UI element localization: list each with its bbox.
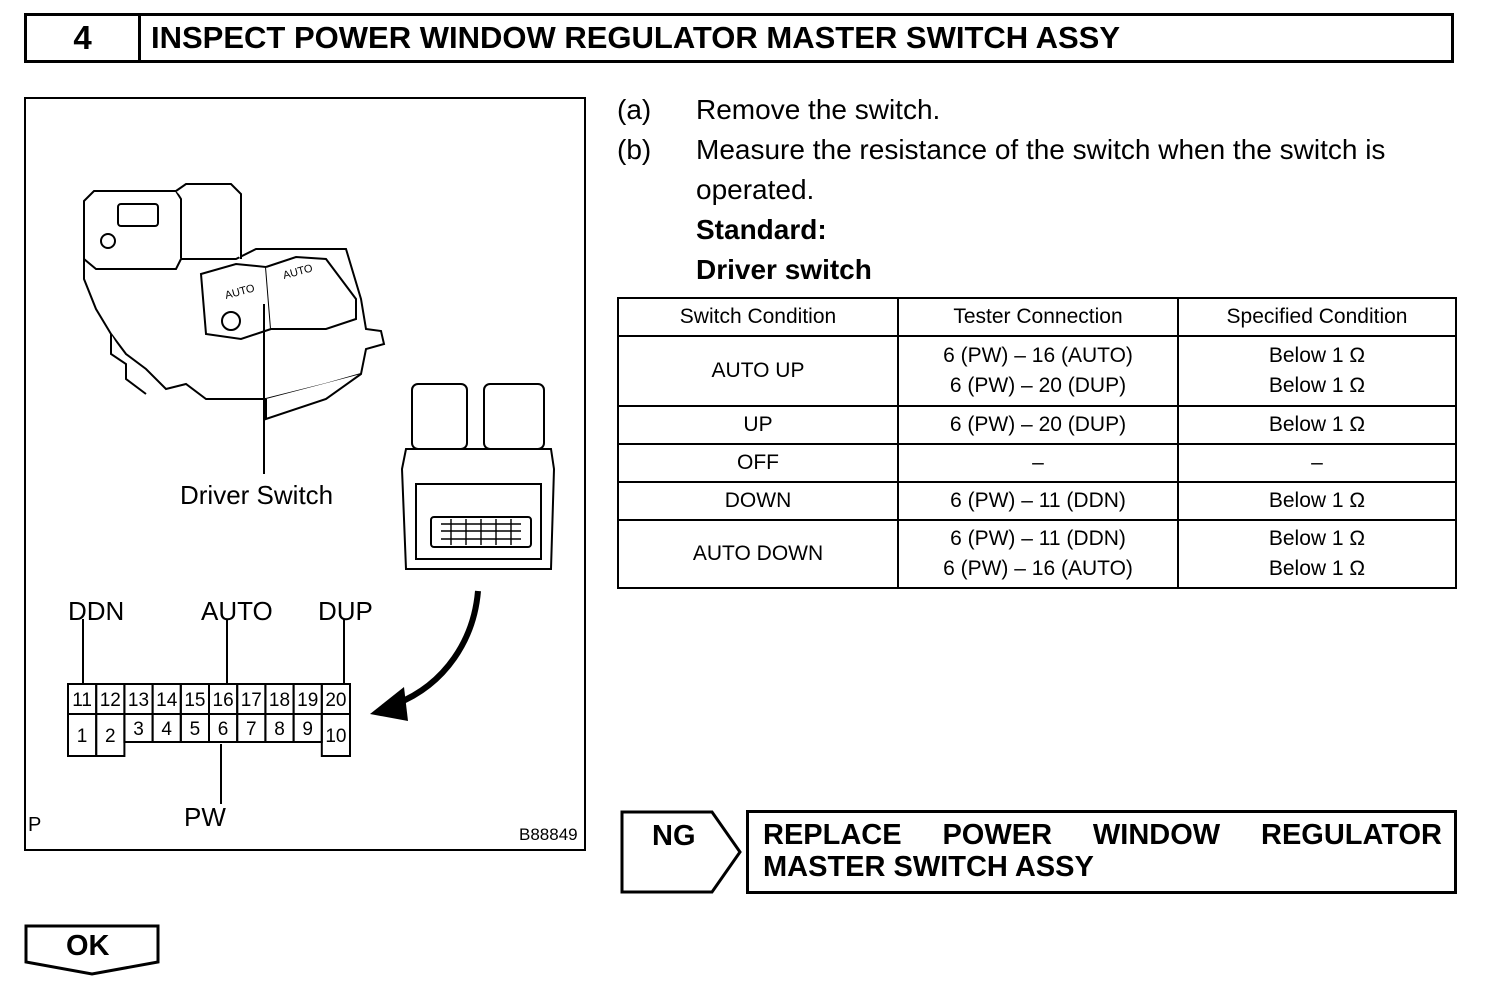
cell-condition: DOWN [617,481,899,521]
ng-action-line1: REPLACE POWER WINDOW REGULATOR [763,819,1442,852]
table-row: UP 6 (PW) – 20 (DUP) Below 1 Ω [617,405,1457,445]
ng-action-box: REPLACE POWER WINDOW REGULATOR MASTER SW… [746,810,1457,894]
specified-line: Below 1 Ω [1268,374,1366,397]
pin-10: 10 [325,726,346,747]
cell-condition: OFF [617,443,899,483]
cell-specified: Below 1 Ω [1177,405,1457,445]
header-tester-connection: Tester Connection [897,297,1179,337]
header-switch-condition: Switch Condition [617,297,899,337]
pin-14: 14 [156,690,178,711]
figure-code: B88849 [519,825,578,844]
connection-line: 6 (PW) – 16 (AUTO) [943,557,1133,580]
pin-1: 1 [77,726,88,747]
step-number: 4 [27,16,141,60]
pin-2: 2 [105,726,116,747]
pin-7: 7 [246,719,257,740]
connection-line: 6 (PW) – 16 (AUTO) [943,344,1133,367]
cell-condition: UP [617,405,899,445]
ddn-label: DDN [68,596,125,626]
pin-5: 5 [190,719,201,740]
step-title: INSPECT POWER WINDOW REGULATOR MASTER SW… [151,20,1121,55]
auto-label: AUTO [201,596,273,626]
cell-connection: 6 (PW) – 11 (DDN) 6 (PW) – 16 (AUTO) [897,519,1179,589]
pin-16: 16 [213,690,234,711]
step-a-marker: (a) [617,94,652,125]
step-header: 4 INSPECT POWER WINDOW REGULATOR MASTER … [24,13,1454,63]
cell-condition: AUTO DOWN [617,519,899,589]
ng-action-word: REPLACE [763,819,902,851]
ok-label: OK [66,930,110,962]
cell-specified: – [1177,443,1457,483]
corner-mark: P [28,814,42,836]
cell-connection: 6 (PW) – 11 (DDN) [897,481,1179,521]
pw-label: PW [184,802,226,832]
ng-action-word: POWER [942,819,1053,851]
spec-table: Switch Condition Tester Connection Speci… [617,297,1457,589]
cell-specified: Below 1 Ω [1177,481,1457,521]
specified-line: Below 1 Ω [1268,527,1366,550]
cell-connection: 6 (PW) – 16 (AUTO) 6 (PW) – 20 (DUP) [897,335,1179,407]
pin-6: 6 [218,719,229,740]
ng-action-word: REGULATOR [1261,819,1442,851]
cell-specified: Below 1 Ω Below 1 Ω [1177,519,1457,589]
pin-4: 4 [161,719,172,740]
cell-connection: 6 (PW) – 20 (DUP) [897,405,1179,445]
step-b-text-line1: Measure the resistance of the switch whe… [696,134,1386,165]
pin-3: 3 [133,719,144,740]
pin-8: 8 [274,719,285,740]
step-b-text-line2: operated. [696,174,815,205]
pin-10-cell [320,713,351,757]
connection-line: 6 (PW) – 20 (DUP) [949,374,1127,397]
cell-specified: Below 1 Ω Below 1 Ω [1177,335,1457,407]
cell-connection: – [897,443,1179,483]
ng-result-tag: NG [620,810,744,894]
standard-label: Standard: [696,214,827,245]
pin-9: 9 [302,719,313,740]
ng-action-line2: MASTER SWITCH ASSY [763,851,1094,883]
table-row: OFF – – [617,443,1457,483]
pin-18: 18 [269,690,290,711]
cell-condition: AUTO UP [617,335,899,407]
ok-result-tag: OK [24,924,162,976]
table-row: AUTO UP 6 (PW) – 16 (AUTO) 6 (PW) – 20 (… [617,335,1457,407]
dup-label: DUP [318,596,373,626]
table-row: DOWN 6 (PW) – 11 (DDN) Below 1 Ω [617,481,1457,521]
ok-arrow-icon [24,924,160,976]
driver-switch-subtitle: Driver switch [696,254,872,285]
header-specified-condition: Specified Condition [1177,297,1457,337]
ng-action-word: WINDOW [1092,819,1221,851]
driver-switch-label: Driver Switch [180,480,334,510]
pin-17: 17 [241,690,262,711]
connection-line: 6 (PW) – 11 (DDN) [950,527,1126,550]
pin-12: 12 [100,690,121,711]
pin-19: 19 [297,690,318,711]
pin-13: 13 [128,690,149,711]
pin-15: 15 [184,690,205,711]
ng-label: NG [652,820,696,852]
specified-line: Below 1 Ω [1268,344,1366,367]
ng-arrow-icon [620,810,742,894]
table-row: AUTO DOWN 6 (PW) – 11 (DDN) 6 (PW) – 16 … [617,519,1457,589]
step-a-text: Remove the switch. [696,94,941,125]
step-b-marker: (b) [617,134,652,165]
pin-11: 11 [72,690,92,711]
specified-line: Below 1 Ω [1268,557,1366,580]
pin-20: 20 [325,690,346,711]
